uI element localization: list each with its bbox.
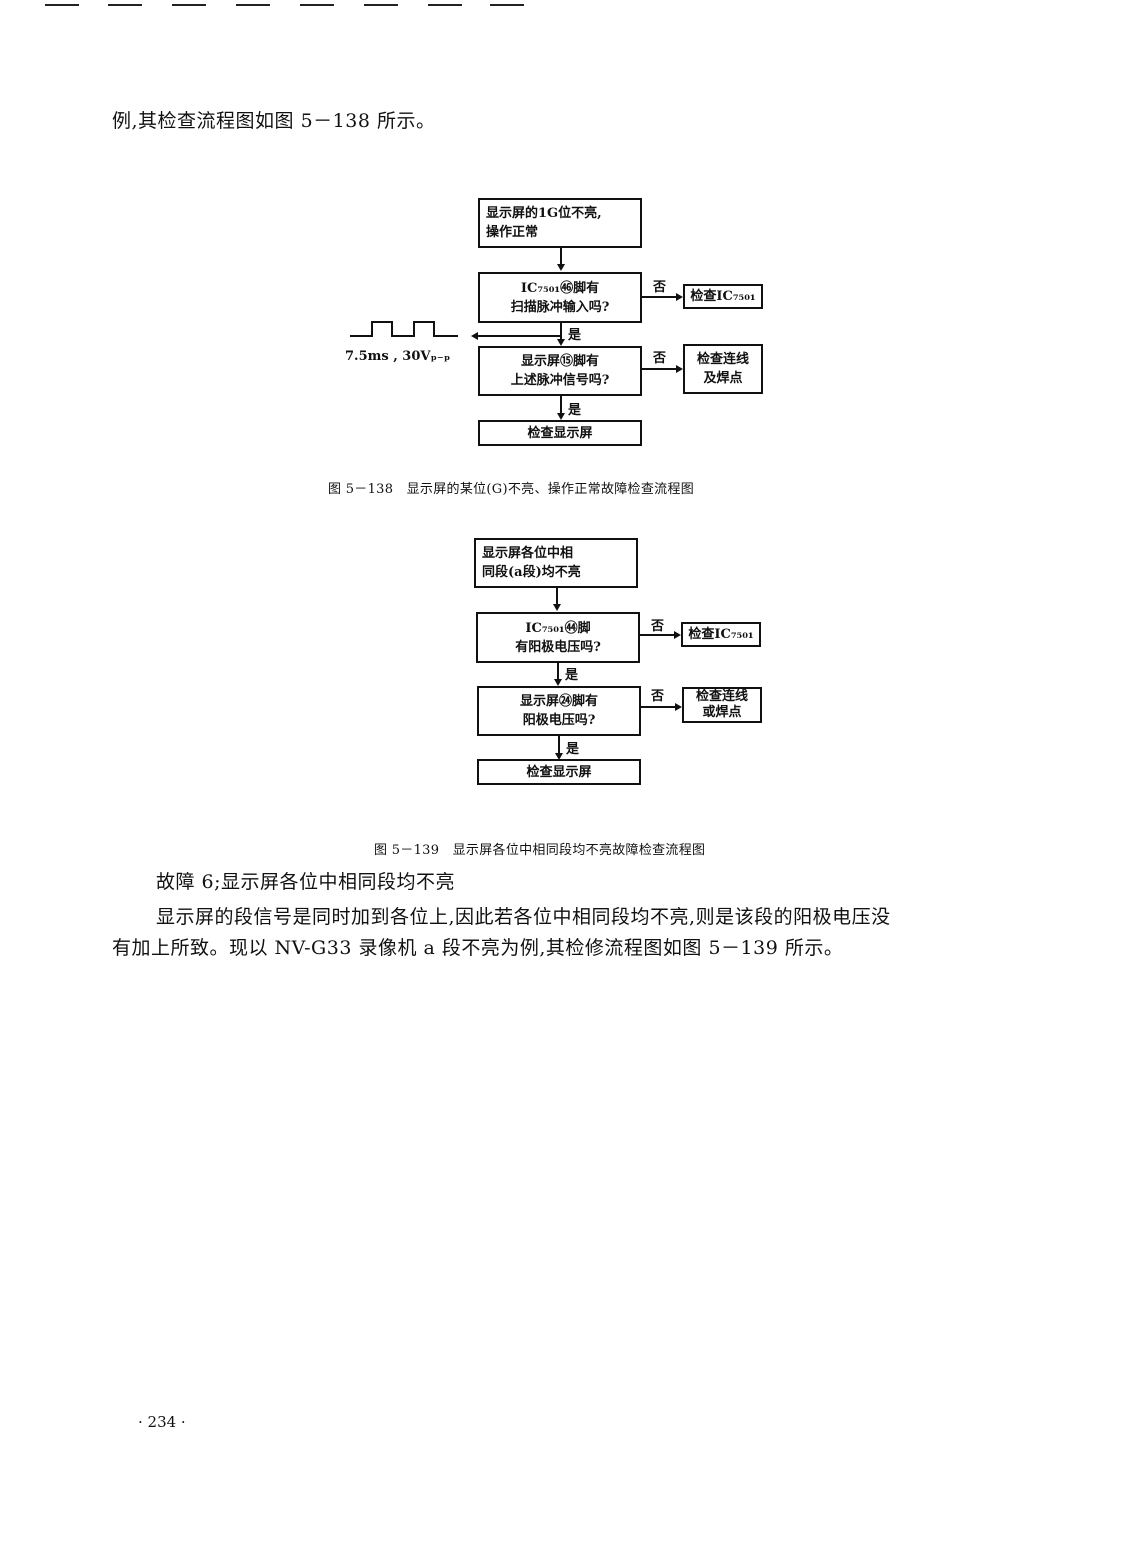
flow-box-start: 显示屏各位中相 同段(a段)均不亮: [474, 538, 638, 588]
pulse-label: 7.5ms , 30Vₚ₋ₚ: [345, 349, 451, 364]
flow-box-text: 检查连线: [696, 352, 749, 367]
header-rule-segment: [236, 4, 270, 6]
connector-line: [642, 296, 676, 298]
flow-box-text: 或焊点: [702, 705, 742, 720]
connector-line: [560, 248, 562, 264]
yes-label: 是: [566, 742, 580, 757]
body-text-line: 有加上所致。现以 NV-G33 录像机 a 段不亮为例,其检修流程图如图 5－1…: [112, 937, 844, 959]
arrow-right: [674, 631, 681, 639]
no-label: 否: [651, 619, 665, 634]
flow-box-text: 阳极电压吗?: [522, 713, 596, 728]
connector-line: [560, 323, 562, 339]
arrow-down: [555, 753, 563, 760]
flow-box-text: 检查IC₇₅₀₁: [690, 289, 756, 304]
flow-box-action: 检查IC₇₅₀₁: [683, 284, 763, 309]
section-heading: 故障 6;显示屏各位中相同段均不亮: [156, 871, 456, 893]
flow-box-text: 检查显示屏: [526, 764, 592, 780]
flow-box-action: 检查连线 或焊点: [682, 687, 762, 723]
flow-box-start: 显示屏的1G位不亮, 操作正常: [478, 198, 642, 248]
no-label: 否: [651, 689, 665, 704]
flow-box-text: 检查显示屏: [527, 425, 593, 441]
arrow-down: [557, 264, 565, 271]
flow-box-action: 检查连线 及焊点: [683, 344, 763, 394]
arrow-right: [676, 293, 683, 301]
yes-label: 是: [565, 668, 579, 683]
figure-caption: 图 5－139 显示屏各位中相同段均不亮故障检查流程图: [374, 843, 706, 858]
flow-box-text: 显示屏㉔脚有: [519, 694, 598, 709]
flow-box-text: 显示屏各位中相: [482, 546, 574, 561]
flow-box-end: 检查显示屏: [478, 420, 642, 446]
connector-line: [560, 396, 562, 414]
body-text-line: 显示屏的段信号是同时加到各位上,因此若各位中相同段均不亮,则是该段的阳极电压没: [156, 906, 891, 928]
connector-line: [556, 588, 558, 604]
flow-box-action: 检查IC₇₅₀₁: [681, 622, 761, 647]
no-label: 否: [653, 351, 667, 366]
arrow-left: [471, 332, 478, 340]
flow-box-text: IC₇₅₀₁㊹脚: [525, 620, 591, 636]
arrow-down: [553, 604, 561, 611]
body-text-line: 例,其检查流程图如图 5－138 所示。: [112, 110, 436, 132]
flow-box-decision: 显示屏⑮脚有 上述脉冲信号吗?: [478, 346, 642, 396]
figure-caption: 图 5－138 显示屏的某位(G)不亮、操作正常故障检查流程图: [328, 482, 695, 497]
flow-box-text: IC₇₅₀₁㊻脚有: [520, 280, 600, 296]
connector-line: [478, 335, 562, 337]
flow-box-decision: IC₇₅₀₁㊹脚 有阳极电压吗?: [476, 612, 640, 663]
flow-box-text: 操作正常: [486, 225, 539, 240]
arrow-right: [676, 365, 683, 373]
header-rule-segment: [428, 4, 462, 6]
yes-label: 是: [568, 403, 582, 418]
flow-box-text: 上述脉冲信号吗?: [510, 373, 610, 388]
page-number: · 234 ·: [138, 1413, 186, 1431]
connector-line: [641, 706, 675, 708]
flow-box-decision: IC₇₅₀₁㊻脚有 扫描脉冲输入吗?: [478, 272, 642, 323]
flow-box-decision: 显示屏㉔脚有 阳极电压吗?: [477, 686, 641, 736]
header-rule-segment: [45, 4, 79, 6]
header-rule-segment: [490, 4, 524, 6]
flow-box-end: 检查显示屏: [477, 759, 641, 785]
header-rule-segment: [172, 4, 206, 6]
flow-box-text: 显示屏⑮脚有: [520, 354, 599, 369]
flow-box-text: 检查连线: [695, 689, 748, 704]
arrow-down: [554, 679, 562, 686]
pulse-waveform-icon: [350, 321, 458, 337]
header-rule-segment: [108, 4, 142, 6]
arrow-right: [675, 703, 682, 711]
flow-box-text: 检查IC₇₅₀₁: [688, 627, 754, 642]
arrow-down: [557, 413, 565, 420]
connector-line: [557, 663, 559, 679]
arrow-down: [557, 339, 565, 346]
connector-line: [642, 368, 676, 370]
no-label: 否: [653, 280, 667, 295]
flow-box-text: 扫描脉冲输入吗?: [510, 299, 610, 315]
flow-box-text: 显示屏的1G位不亮,: [486, 206, 602, 221]
flow-box-text: 有阳极电压吗?: [515, 639, 601, 655]
connector-line: [640, 634, 674, 636]
flow-box-text: 同段(a段)均不亮: [482, 565, 581, 580]
yes-label: 是: [568, 328, 582, 343]
header-rule-segment: [300, 4, 334, 6]
connector-line: [558, 736, 560, 754]
flow-box-text: 及焊点: [703, 371, 743, 386]
header-rule-segment: [364, 4, 398, 6]
